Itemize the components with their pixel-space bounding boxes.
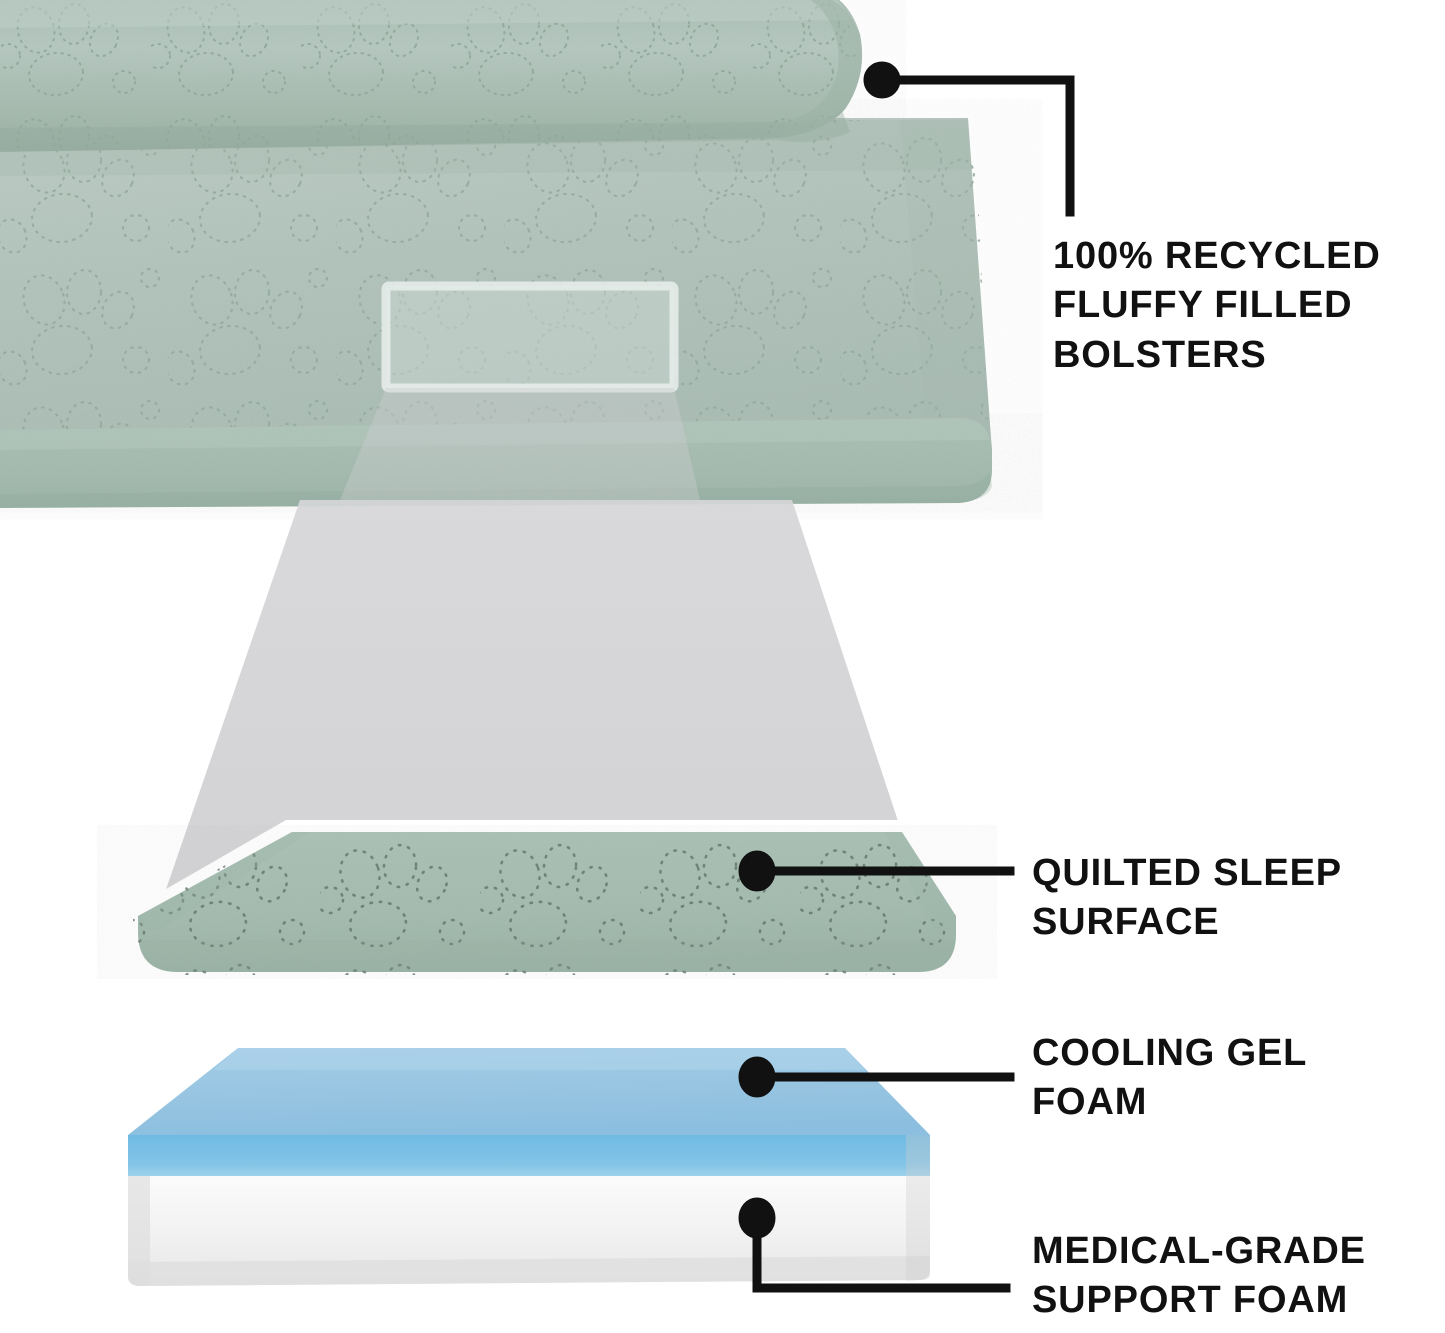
quilted-pad-slab [126,820,968,982]
callout-label-quilted-sleep-surface: QUILTED SLEEP SURFACE [1032,852,1342,944]
leader-quilted-sleep-surface [738,850,1015,892]
side-rail [0,418,992,508]
gel-foam-side [128,1135,930,1176]
callout-label-bolsters: 100% RECYCLED FLUFFY FILLED BOLSTERS [1053,235,1381,376]
bolster-pillow [0,0,863,152]
callout-leaders [738,61,1075,1293]
callout-label-medical-grade-support-foam: MEDICAL-GRADE SUPPORT FOAM [1032,1230,1366,1322]
pet-bed-main [0,0,992,508]
foam-block [128,1048,930,1286]
leader-cooling-gel-foam [738,1056,1015,1098]
leader-medical-grade-support-foam [738,1197,1011,1293]
leader-bolsters [863,61,1075,217]
care-tag-patch [381,281,679,393]
callout-label-cooling-gel-foam: COOLING GEL FOAM [1032,1032,1308,1124]
